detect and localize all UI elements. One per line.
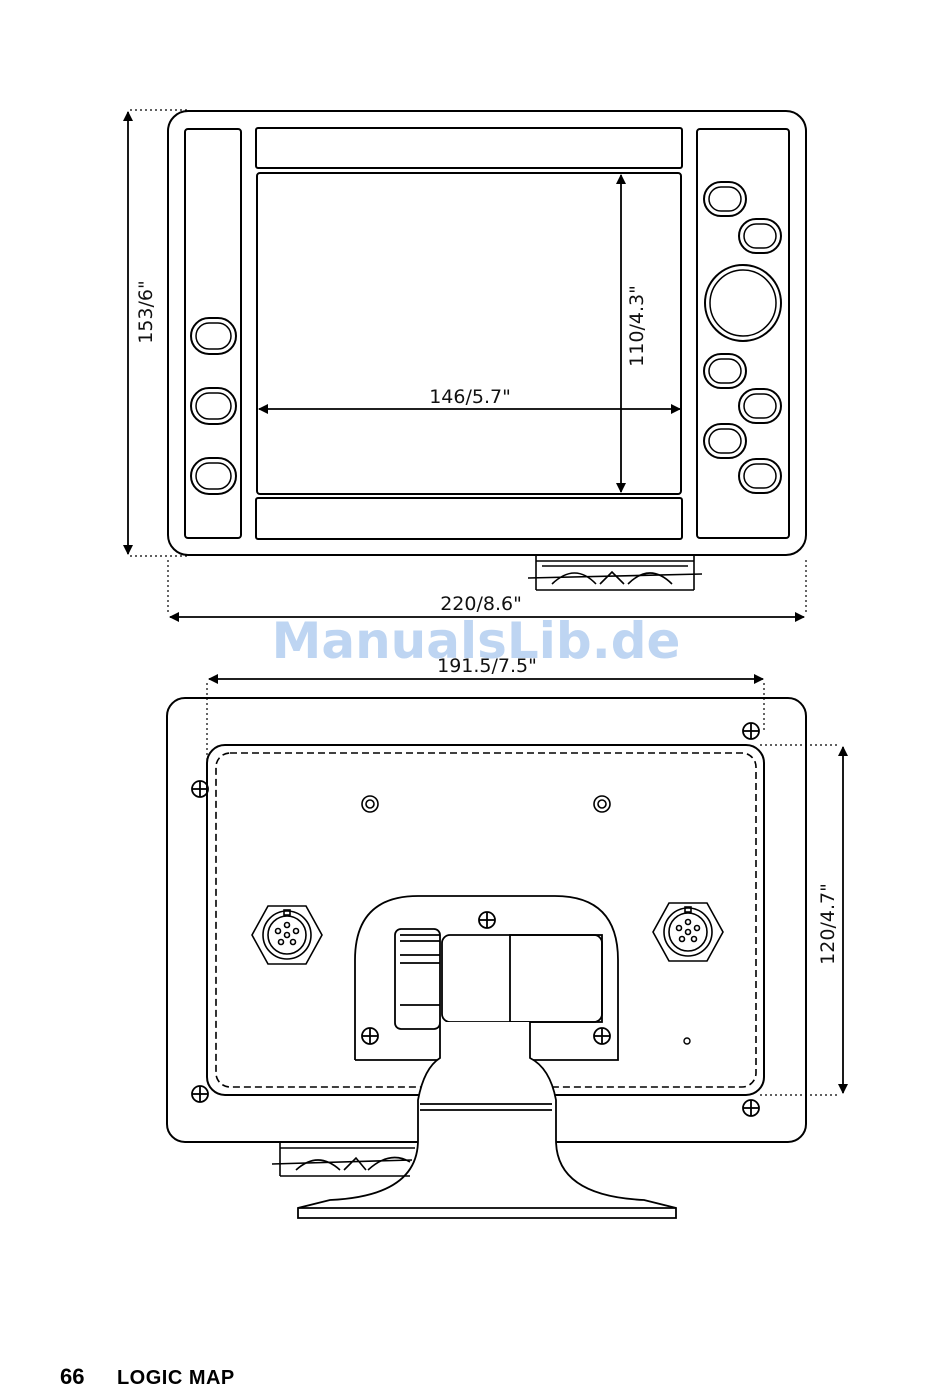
rotary-knob (705, 265, 781, 341)
page-number: 66 (60, 1364, 84, 1389)
bracket-block-left (395, 929, 440, 1029)
watermark-text: ManualsLib.de (272, 612, 681, 670)
small-hole (684, 1038, 690, 1044)
left-button-panel (185, 129, 241, 538)
page-footer: 66 LOGIC MAP (60, 1364, 235, 1390)
rear-view (167, 698, 806, 1218)
front-bracket (528, 556, 702, 590)
front-dimension-lines (128, 110, 806, 617)
dim-front-height: 153/6" (135, 280, 157, 344)
dim-rear-height: 120/4.7" (817, 883, 839, 965)
screen-area (257, 173, 681, 494)
dim-screen-height: 110/4.3" (626, 285, 648, 367)
right-connector (653, 903, 723, 961)
bottom-bezel-bar (256, 498, 682, 539)
standoffs (362, 796, 610, 812)
bracket-block-right (510, 935, 602, 1022)
left-buttons (191, 318, 236, 494)
front-housing (168, 111, 806, 555)
dim-screen-width: 146/5.7" (429, 386, 511, 408)
left-connector (252, 906, 322, 964)
front-view (168, 111, 806, 590)
top-bezel-bar (256, 128, 682, 168)
right-buttons (704, 182, 781, 493)
rear-side-bracket (272, 1143, 415, 1176)
